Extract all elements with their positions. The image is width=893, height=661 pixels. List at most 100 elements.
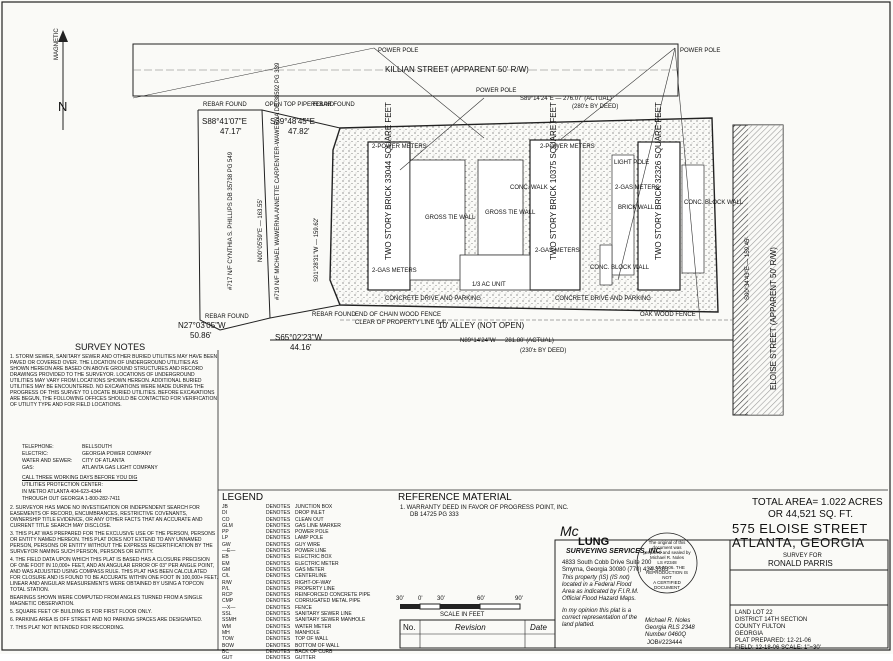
legend-denotes: DENOTES — [266, 541, 291, 548]
opinion-1: In my opinion this plat is a — [562, 608, 632, 614]
legend-description: SANITARY SEWER MANHOLE — [295, 617, 366, 624]
lot-line-left — [197, 109, 221, 331]
survey-note-5: 5. SQUARE FEET OF BUILDING IS FOR FIRST … — [10, 609, 152, 615]
legend-denotes: DENOTES — [266, 516, 291, 523]
gross-tie-wall-left — [409, 159, 466, 281]
legend-symbol: GUT — [222, 655, 233, 661]
surveyor-name: Michael R. Noles — [645, 618, 691, 624]
seal-line-5: on 12-21-06. THE — [649, 565, 685, 570]
legend-description: REINFORCED CONCRETE PIPE — [295, 592, 371, 599]
legend-description: DROP INLET — [295, 510, 325, 517]
survey-for-label: SURVEY FOR — [783, 553, 822, 559]
land-county: COUNTY FULTON — [735, 624, 786, 630]
legend-description: POWER POLE — [295, 529, 329, 536]
company-surveying: SURVEYING SERVICES, INC. — [566, 548, 663, 555]
call-before: CALL THREE WORKING DAYS BEFORE YOU DIG — [22, 475, 138, 481]
utility-row: WATER AND SEWER:CITY OF ATLANTA — [22, 458, 158, 465]
total-area: TOTAL AREA= 1.022 ACRES — [752, 497, 883, 508]
survey-note-6: 6. PARKING AREA IS OFF STREET AND NO PAR… — [10, 617, 203, 623]
legend-symbol: MH — [222, 629, 230, 636]
building-middle — [529, 139, 581, 291]
legend-denotes: DENOTES — [266, 566, 291, 573]
legend-symbol: —X— — [222, 604, 236, 611]
legend-denotes: DENOTES — [266, 648, 291, 655]
legend-symbol: —E— — [222, 548, 236, 555]
legend-description: MANHOLE — [295, 629, 320, 636]
survey-note-2: 2. SURVEYOR HAS MADE NO INVESTIGATION OR… — [10, 505, 203, 529]
utility-row: ELECTRIC:GEORGIA POWER COMPANY — [22, 451, 158, 458]
legend-description: GAS LINE MARKER — [295, 522, 341, 529]
land-lot: LAND LOT 22 — [735, 610, 773, 616]
legend-symbol: DI — [222, 510, 227, 517]
revision-label: Revision — [455, 623, 486, 632]
legend-denotes: DENOTES — [266, 573, 291, 580]
legend-symbol: SSL — [222, 611, 232, 618]
opinion-3: land platted. — [562, 622, 595, 628]
legend-description: WATER METER — [295, 623, 332, 630]
bearing-left-bottom-a-dist: 50.86' — [190, 331, 212, 340]
scale-tick-3: 60' — [477, 596, 485, 602]
bearing-top: S89°14'24"E — 276.07' (ACTUAL) — [520, 96, 612, 102]
legend-description: JUNCTION BOX — [295, 504, 333, 510]
legend-symbol: GM — [222, 566, 231, 573]
legend-symbol: TOW — [222, 636, 234, 643]
survey-note-3: 3. THIS PLAT WAS PREPARED FOR THE EXCLUS… — [10, 531, 216, 555]
legend-description: CLEAN OUT — [295, 516, 324, 523]
legend-denotes: DENOTES — [266, 585, 291, 592]
flood-note-2: located in a Federal Flood — [562, 582, 632, 588]
building-middle-label: TWO STORY BRICK 10375 SQUARE FEET — [549, 102, 558, 260]
legend-symbol: GW — [222, 541, 231, 548]
legend-denotes: DENOTES — [266, 592, 291, 599]
utility-value: BELLSOUTH — [82, 444, 112, 450]
survey-note-4b: BEARINGS SHOWN WERE COMPUTED FROM ANGLES… — [10, 595, 203, 607]
legend-denotes: DENOTES — [266, 529, 291, 536]
gross-tie-wall-mid — [477, 159, 524, 256]
legend-description: TOP OF WALL — [295, 636, 329, 643]
bearing-left-bottom-b-dist: 44.16' — [290, 343, 312, 352]
utility-value: ATLANTA GAS LIGHT COMPANY — [82, 465, 158, 471]
seal-line-6: REPRODUCTION IS NOT — [645, 570, 688, 580]
seal-line-8: DOCUMENT — [654, 585, 680, 590]
call-center: UTILITIES PROTECTION CENTER: — [22, 482, 103, 488]
wood-fence-label: END OF CHAIN WOOD FENCE — [355, 312, 442, 318]
seal-line-3: Michael R. Noles — [649, 555, 684, 560]
gas-meters-label-3: 2-GAS METERS — [615, 185, 660, 191]
power-line — [373, 47, 485, 139]
legend-denotes: DENOTES — [266, 629, 291, 636]
legend-denotes: DENOTES — [266, 598, 291, 605]
conc-block-wall-label-2: CONC. BLOCK WALL — [590, 265, 650, 271]
legend-denotes: DENOTES — [266, 560, 291, 567]
legend-denotes: DENOTES — [266, 554, 291, 561]
legend-symbol: R/W — [222, 579, 232, 586]
bearing-bottom: N89°14'24"W — 281.80' (ACTUAL) — [460, 338, 554, 344]
seal-line-4: LS #2348 — [657, 560, 677, 565]
magnetic-label: MAGNETIC — [54, 28, 60, 60]
survey-notes-2: 2. SURVEYOR HAS MADE NO INVESTIGATION OR… — [10, 505, 218, 633]
legend-denotes: DENOTES — [266, 611, 291, 618]
scale-tick-2: 30' — [437, 596, 445, 602]
address-line-2: ATLANTA, GEORGIA — [732, 535, 865, 550]
legend-symbol: EB — [222, 554, 229, 561]
legend-symbol: C/L — [222, 573, 230, 580]
bearing-left-side: N00°05'59"E — 163.55' — [258, 199, 264, 262]
legend-description: RIGHT-OF-WAY — [295, 579, 332, 586]
reference-line-2: DB 14725 PG 333 — [410, 512, 459, 518]
legend-row: MH DENOTES MANHOLE — [222, 630, 382, 636]
building-left — [367, 141, 411, 291]
flood-note-4: Official Flood Hazard Maps. — [562, 596, 637, 602]
legend-denotes: DENOTES — [266, 655, 291, 661]
rebar-found-label-2: REBAR FOUND — [311, 102, 355, 108]
bearing-left-bottom-b: S65°02'23"W — [275, 333, 323, 342]
